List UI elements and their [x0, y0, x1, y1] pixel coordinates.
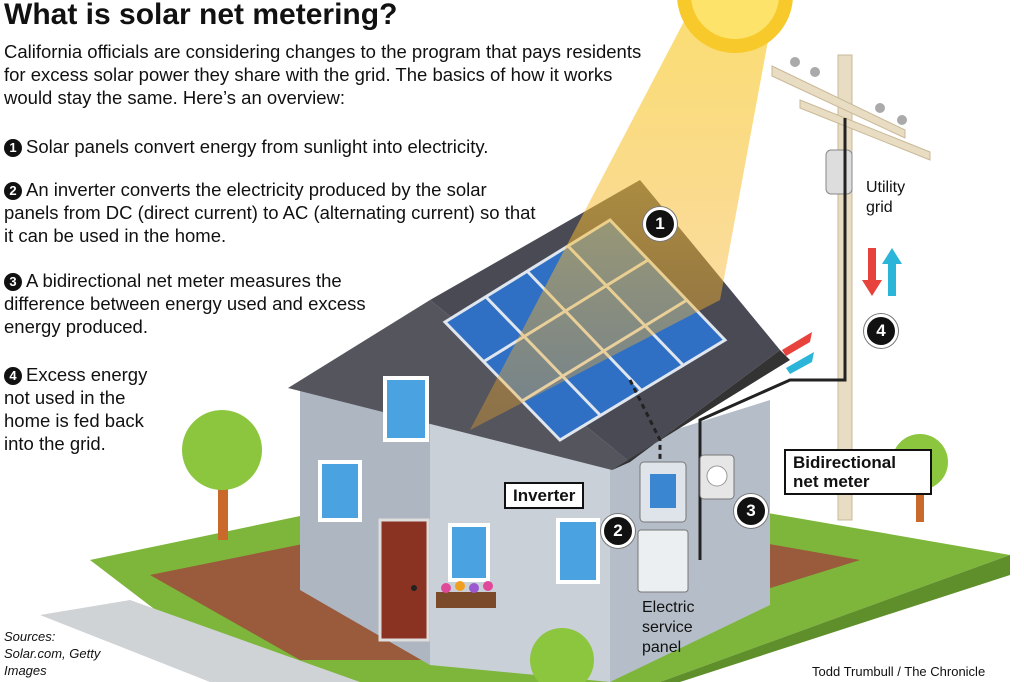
badge-1: 1 — [643, 207, 677, 241]
step-number: 4 — [4, 367, 22, 385]
inverter-device — [639, 461, 687, 523]
grid-flow-arrows — [782, 248, 902, 374]
credit-line: Todd Trumbull / The Chronicle — [812, 664, 986, 679]
sources-note: Sources: Solar.com, Getty Images — [4, 629, 101, 678]
service-panel-device — [637, 529, 689, 593]
sunlight-beam — [470, 10, 770, 430]
badge-4: 4 — [864, 314, 898, 348]
step-number: 1 — [4, 139, 22, 157]
inverter-label: Inverter — [504, 482, 585, 509]
step-text: An inverter converts the electricity pro… — [4, 179, 536, 246]
step-text: Excess energy not used in the home is fe… — [4, 364, 148, 454]
intro-text: California officials are considering cha… — [4, 41, 642, 108]
page-title: What is solar net metering? — [4, 0, 398, 31]
step-number: 2 — [4, 182, 22, 200]
tree-icon — [182, 410, 262, 540]
tree-icon — [530, 628, 594, 682]
badge-3: 3 — [734, 494, 768, 528]
arrow-down-icon — [862, 248, 882, 296]
net-meter-label: Bidirectional net meter — [784, 449, 932, 495]
utility-grid-label: Utility grid — [866, 179, 906, 216]
net-meter-device — [699, 454, 735, 500]
step-number: 3 — [4, 273, 22, 291]
step-text: A bidirectional net meter measures the d… — [4, 270, 366, 337]
service-panel-label: Electric service panel — [642, 599, 695, 656]
step-text: Solar panels convert energy from sunligh… — [26, 136, 489, 157]
arrow-up-icon — [882, 248, 902, 296]
badge-2: 2 — [601, 514, 635, 548]
sun-icon — [677, 0, 793, 53]
